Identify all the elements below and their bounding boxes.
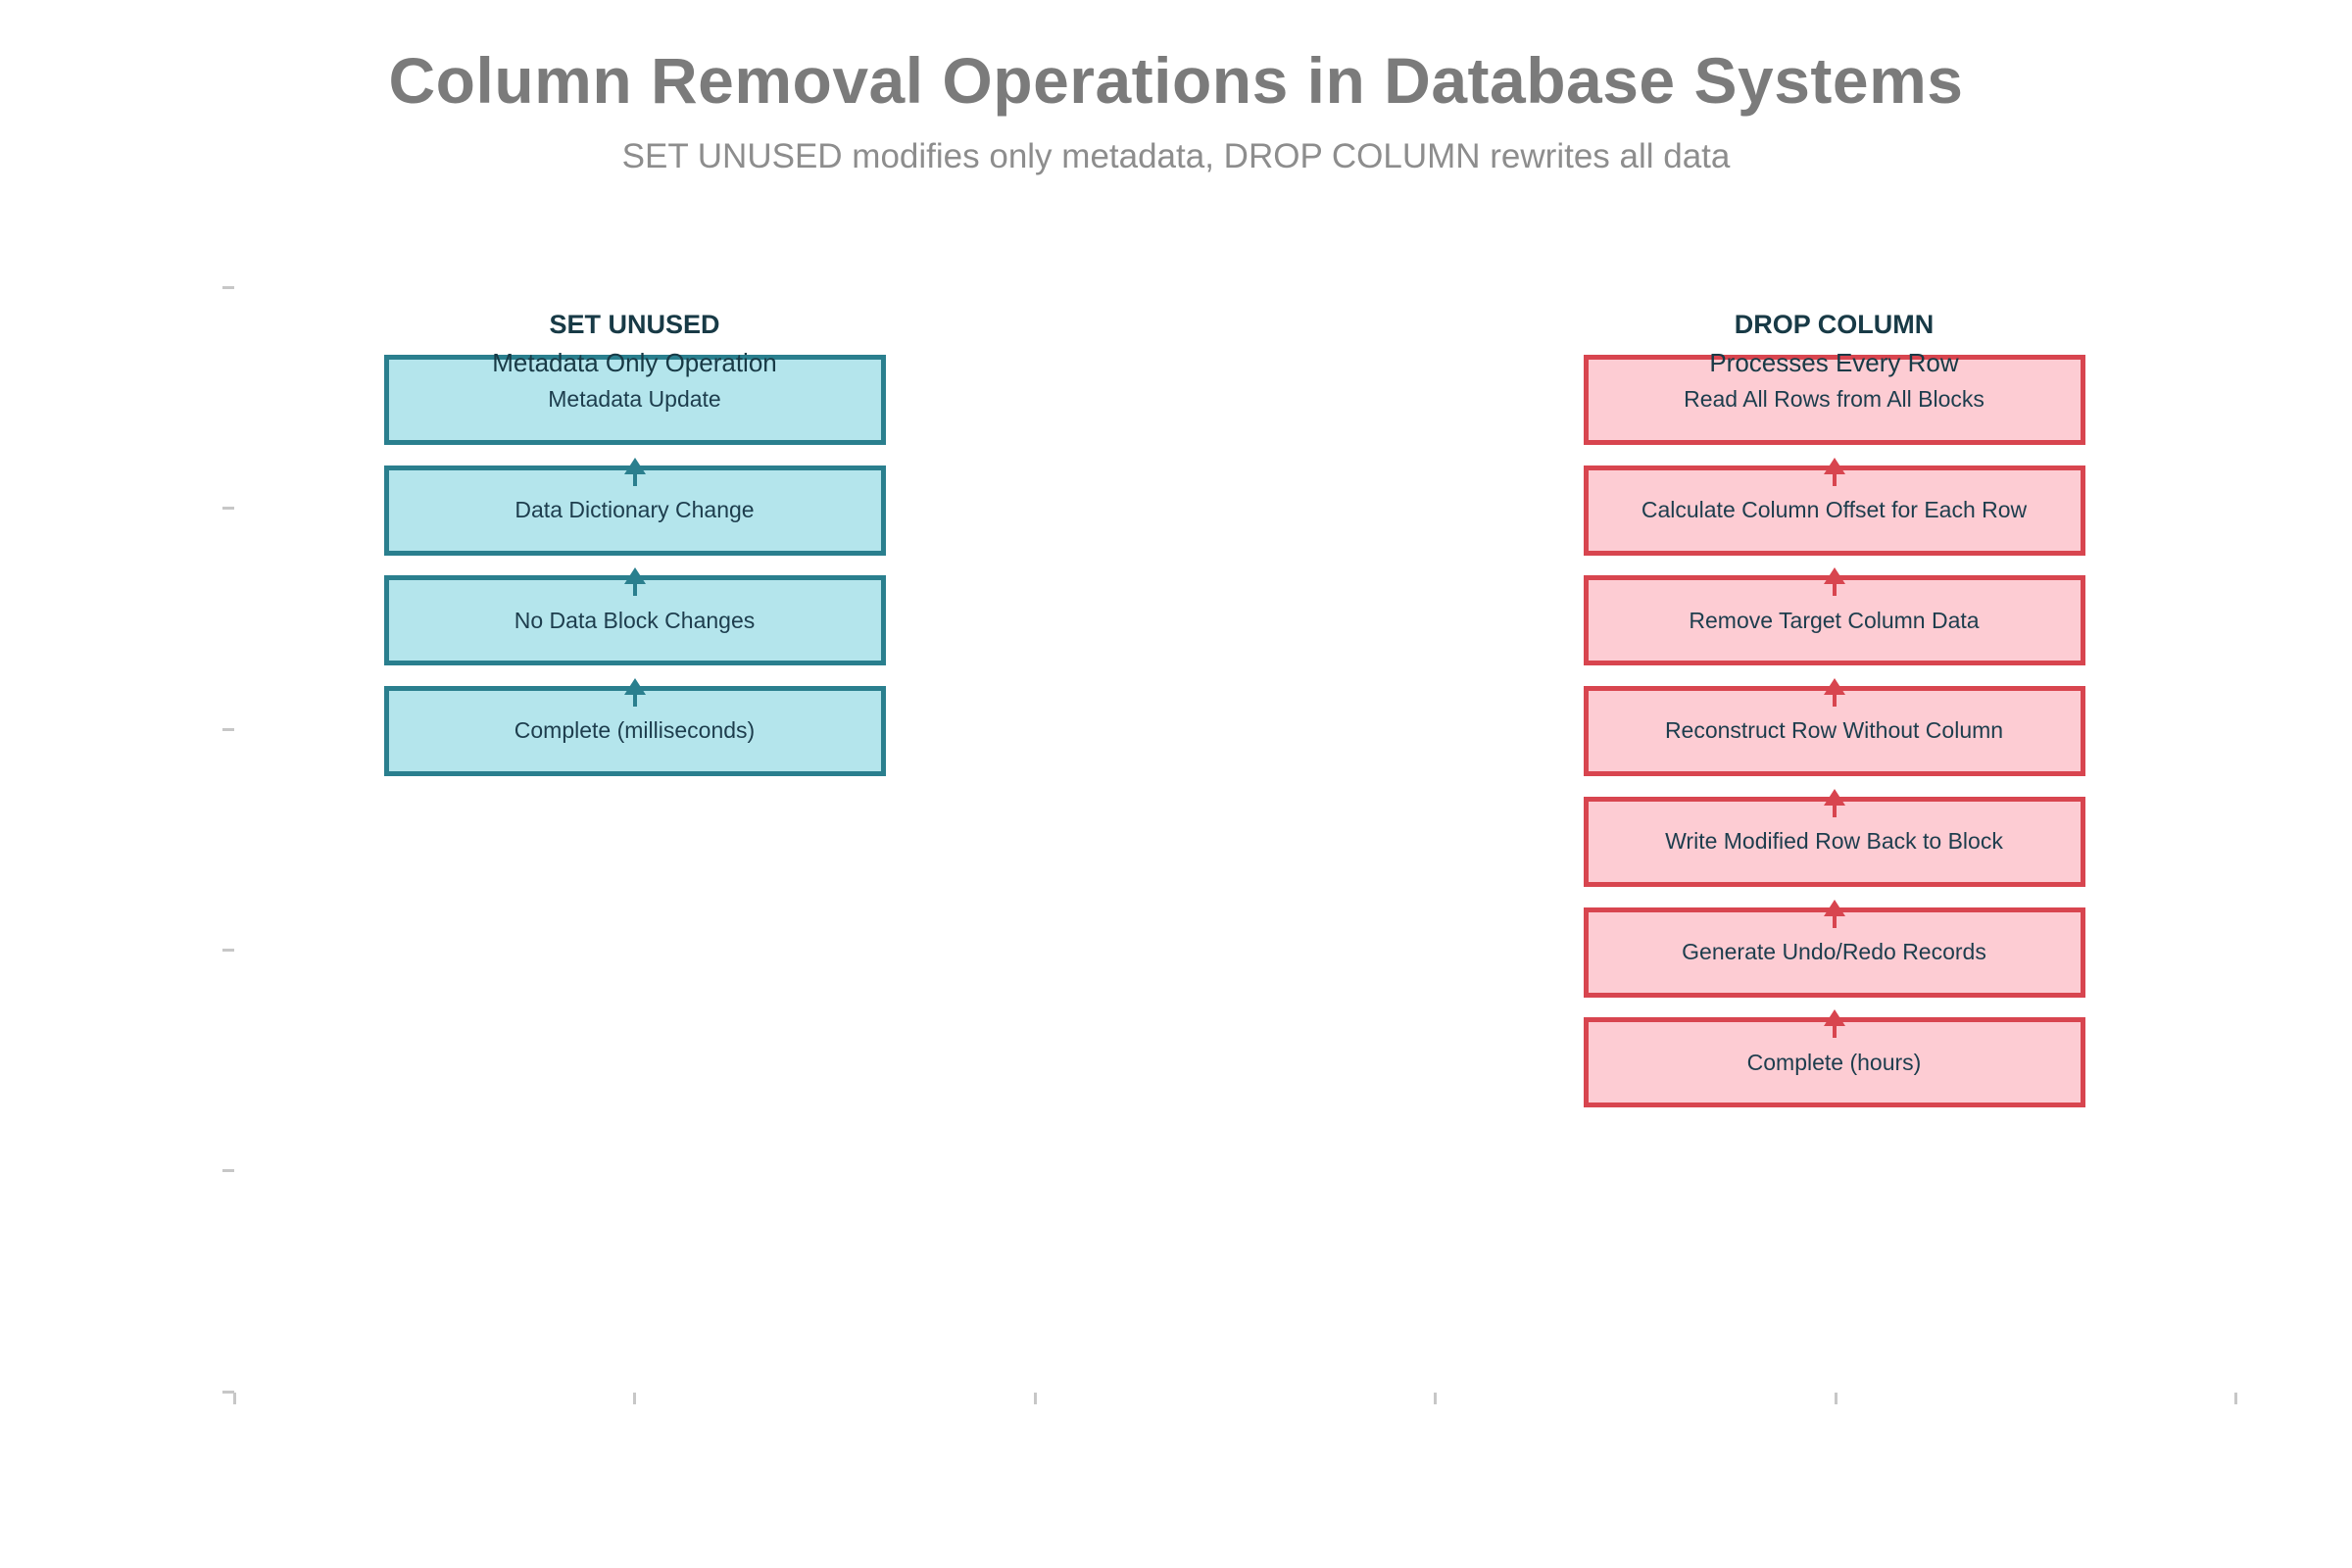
- x-axis-tick: [1834, 1393, 1838, 1404]
- chart-title: Column Removal Operations in Database Sy…: [388, 44, 1964, 117]
- y-axis-tick: [222, 1169, 234, 1173]
- arrow-stem: [1832, 584, 1837, 597]
- arrow-head: [1823, 788, 1845, 806]
- x-axis-tick: [2234, 1393, 2237, 1404]
- arrow-stem: [632, 695, 637, 708]
- arrow-up-icon: [1823, 1009, 1845, 1039]
- arrow-stem: [1832, 915, 1837, 928]
- arrow-stem: [632, 584, 637, 597]
- arrow-stem: [1832, 473, 1837, 486]
- arrow-head: [1823, 899, 1845, 916]
- column-subheader-drop-column: Processes Every Row: [1709, 348, 1959, 377]
- step-label: Remove Target Column Data: [1689, 607, 1980, 633]
- step-box-set-unused-0: Metadata Update: [383, 355, 886, 445]
- y-axis-tick: [222, 727, 234, 731]
- y-axis-tick: [222, 507, 234, 511]
- y-axis-tick: [222, 286, 234, 289]
- arrow-stem: [1832, 805, 1837, 817]
- step-box-drop-column-0: Read All Rows from All Blocks: [1583, 355, 2085, 445]
- arrow-up-icon: [1823, 457, 1845, 487]
- x-axis-tick: [1033, 1393, 1037, 1404]
- step-label: Reconstruct Row Without Column: [1664, 717, 2004, 744]
- step-label: Generate Undo/Redo Records: [1682, 938, 1986, 964]
- step-label: Write Modified Row Back to Block: [1665, 828, 2003, 855]
- arrow-head: [1823, 1009, 1845, 1027]
- arrow-head: [1823, 678, 1845, 696]
- step-label: Read All Rows from All Blocks: [1684, 386, 1984, 413]
- y-axis-tick: [222, 1390, 234, 1394]
- x-axis-tick: [633, 1393, 636, 1404]
- arrow-head: [623, 567, 646, 585]
- arrow-up-icon: [1823, 678, 1845, 708]
- arrow-up-icon: [623, 457, 646, 487]
- arrow-up-icon: [1823, 567, 1845, 597]
- column-subheader-set-unused: Metadata Only Operation: [492, 348, 777, 377]
- step-label: Metadata Update: [548, 386, 721, 413]
- step-label: Complete (hours): [1746, 1049, 1922, 1075]
- chart-subtitle: SET UNUSED modifies only metadata, DROP …: [621, 137, 1731, 175]
- arrow-up-icon: [1823, 899, 1845, 929]
- arrow-up-icon: [623, 567, 646, 597]
- column-header-set-unused: SET UNUSED: [549, 310, 720, 339]
- arrow-up-icon: [623, 678, 646, 708]
- arrow-stem: [1832, 1026, 1837, 1039]
- arrow-up-icon: [1823, 788, 1845, 818]
- y-axis-tick: [222, 948, 234, 952]
- arrow-stem: [1832, 695, 1837, 708]
- step-label: No Data Block Changes: [514, 607, 756, 633]
- arrow-head: [623, 678, 646, 696]
- arrow-head: [1823, 567, 1845, 585]
- column-header-drop-column: DROP COLUMN: [1734, 310, 1935, 339]
- arrow-stem: [632, 473, 637, 486]
- step-box-drop-column-1: Calculate Column Offset for Each Row: [1583, 465, 2085, 556]
- step-label: Calculate Column Offset for Each Row: [1641, 497, 2028, 523]
- step-label: Complete (milliseconds): [514, 717, 756, 744]
- arrow-head: [1823, 457, 1845, 474]
- x-axis-tick: [232, 1393, 236, 1404]
- step-box-set-unused-2: No Data Block Changes: [383, 575, 886, 666]
- arrow-head: [623, 457, 646, 474]
- step-label: Data Dictionary Change: [514, 497, 755, 523]
- x-axis-tick: [1434, 1393, 1437, 1404]
